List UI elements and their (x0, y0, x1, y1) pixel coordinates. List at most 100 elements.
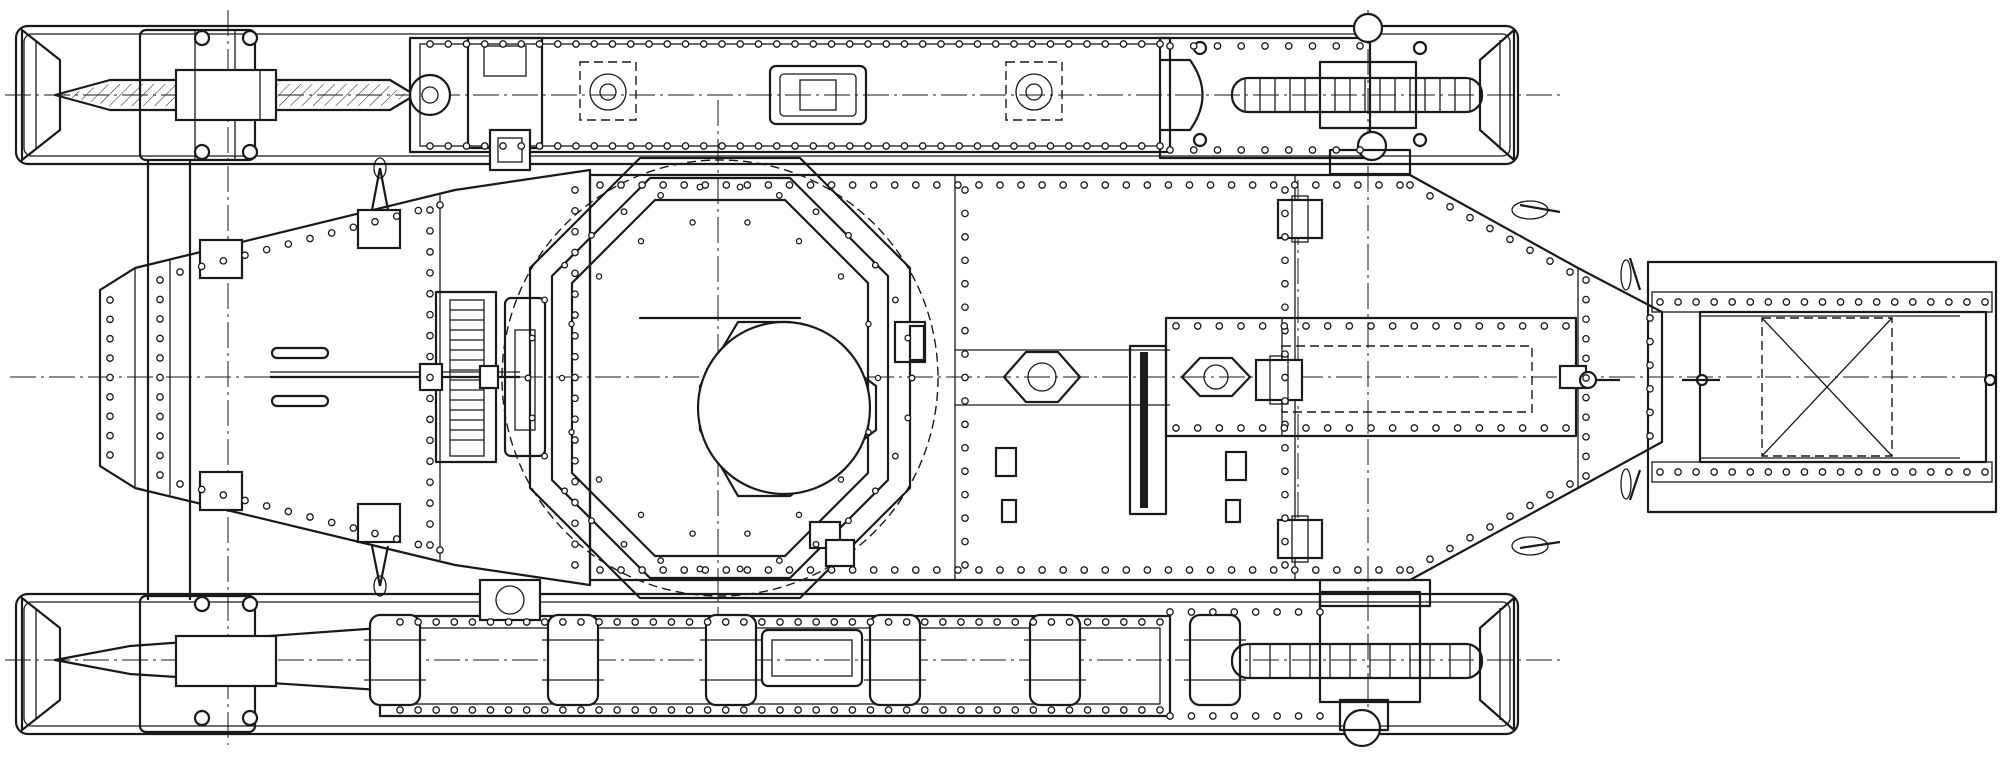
rivet (1453, 424, 1462, 432)
rivet (776, 706, 784, 714)
rivet (106, 393, 114, 401)
rivet-pattern (106, 40, 1989, 720)
rivet (961, 350, 969, 358)
rivet (1251, 712, 1260, 720)
rivet (306, 234, 314, 243)
rivet (1818, 298, 1827, 306)
rivet (1410, 424, 1419, 432)
rivet (703, 618, 712, 626)
rivet (553, 40, 562, 48)
rivet (1926, 468, 1935, 476)
rivet (561, 261, 569, 269)
rivet (1185, 181, 1194, 189)
rivet (504, 618, 513, 626)
rivet (392, 212, 401, 221)
rivet (758, 706, 766, 714)
rivet (156, 334, 164, 343)
rivet (517, 40, 526, 48)
rivet (864, 40, 872, 48)
rivet (1908, 468, 1917, 476)
rivet (1375, 181, 1383, 189)
road-wheel-bogies (364, 613, 1246, 707)
rivet (663, 142, 672, 150)
rivet (874, 374, 882, 382)
rivet (871, 261, 879, 269)
rivet (572, 40, 580, 48)
rivet (1172, 322, 1180, 330)
rivet (588, 517, 595, 525)
rivet (571, 206, 579, 215)
rivet (106, 296, 114, 304)
rivet (1656, 298, 1664, 306)
rivet (1311, 181, 1320, 189)
rivet (667, 618, 676, 626)
rivet (1710, 468, 1719, 476)
rivet (1080, 181, 1089, 189)
rivet (1029, 706, 1038, 714)
rivet (699, 142, 708, 150)
rivet (617, 566, 625, 574)
rivet (156, 354, 164, 362)
rivet (1064, 142, 1073, 150)
rivet (426, 268, 434, 277)
rivet (848, 706, 857, 714)
rivet (845, 231, 852, 239)
rivet (426, 310, 434, 319)
rivet (645, 142, 653, 150)
rivet (1800, 298, 1809, 306)
rivet (845, 142, 854, 150)
rivet (595, 476, 603, 483)
rivet (106, 334, 114, 343)
rivet (1047, 618, 1056, 626)
rivet (996, 181, 1004, 189)
rivet (739, 706, 748, 714)
rivet (954, 566, 962, 574)
rivet (535, 40, 544, 48)
rivet (1028, 40, 1037, 48)
rivet (571, 561, 579, 569)
rivet (553, 142, 562, 150)
rivet (1332, 42, 1341, 50)
rivet (637, 511, 645, 519)
rivet (904, 414, 912, 422)
rivet (696, 565, 704, 573)
rivet (1890, 468, 1899, 476)
rivet (1582, 315, 1590, 324)
rivet (638, 566, 646, 574)
turret (270, 156, 939, 600)
rivet (845, 517, 852, 525)
rivet (1011, 618, 1020, 626)
rivet (785, 566, 794, 574)
rivet (1038, 566, 1046, 574)
rivet (864, 142, 872, 150)
rivet (1518, 424, 1527, 432)
rivet (1854, 468, 1863, 476)
rivet (426, 394, 434, 403)
rivet (1466, 213, 1474, 222)
rivet (937, 142, 945, 150)
rivet (680, 181, 689, 189)
rivet (571, 186, 579, 194)
rivet (1230, 608, 1239, 616)
rivet (1189, 146, 1198, 154)
rivet (1764, 468, 1773, 476)
rivet (1137, 40, 1146, 48)
rivet (1410, 322, 1419, 330)
rivet (1406, 181, 1414, 189)
rivet (571, 456, 579, 465)
rivet (1281, 397, 1289, 405)
rivet (743, 566, 752, 574)
rivet (106, 315, 114, 324)
rivet (1215, 322, 1224, 330)
rivet (1710, 298, 1719, 306)
rivet (1281, 561, 1289, 569)
rivet (1356, 146, 1364, 154)
rivet (830, 618, 839, 626)
rivet (1782, 468, 1791, 476)
rivet (156, 412, 164, 421)
rivet (685, 618, 694, 626)
rivet (1290, 566, 1299, 574)
rivet (1172, 424, 1180, 432)
rivet (975, 706, 983, 714)
rivet (1396, 566, 1404, 574)
